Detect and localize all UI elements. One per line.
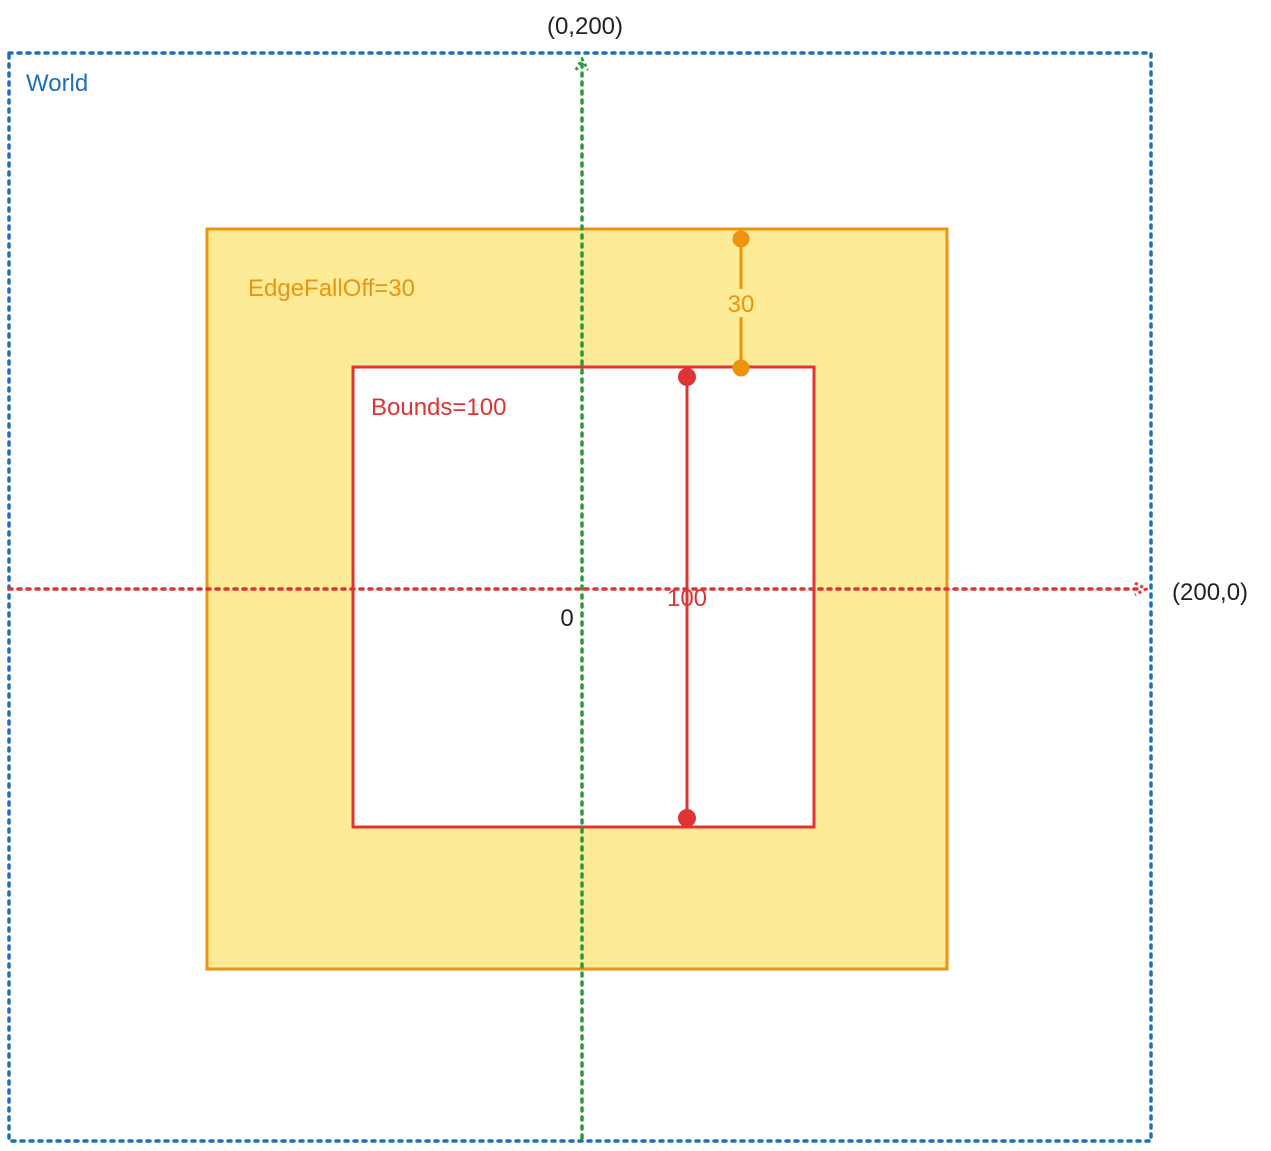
edge-falloff-label: EdgeFallOff=30: [248, 275, 415, 302]
x-axis-end-label: (200,0): [1172, 579, 1248, 606]
origin-label: 0: [560, 605, 573, 632]
bounds-measure-top-dot: [678, 368, 696, 386]
falloff-measure-bottom-dot: [732, 359, 750, 377]
world-boundary: [7, 51, 1153, 1143]
falloff-measure-label: 30: [728, 291, 755, 318]
bounds-measure-label: 100: [667, 585, 707, 612]
bounds-measure-bottom-dot: [678, 809, 696, 827]
falloff-measure-label-bg: [723, 289, 759, 317]
y-axis-end-label: (0,200): [547, 13, 623, 40]
bounds-label: Bounds=100: [371, 394, 506, 421]
world-label: World: [26, 70, 88, 97]
falloff-measure-top-dot: [732, 230, 750, 248]
edge-falloff-region: [205, 227, 949, 971]
